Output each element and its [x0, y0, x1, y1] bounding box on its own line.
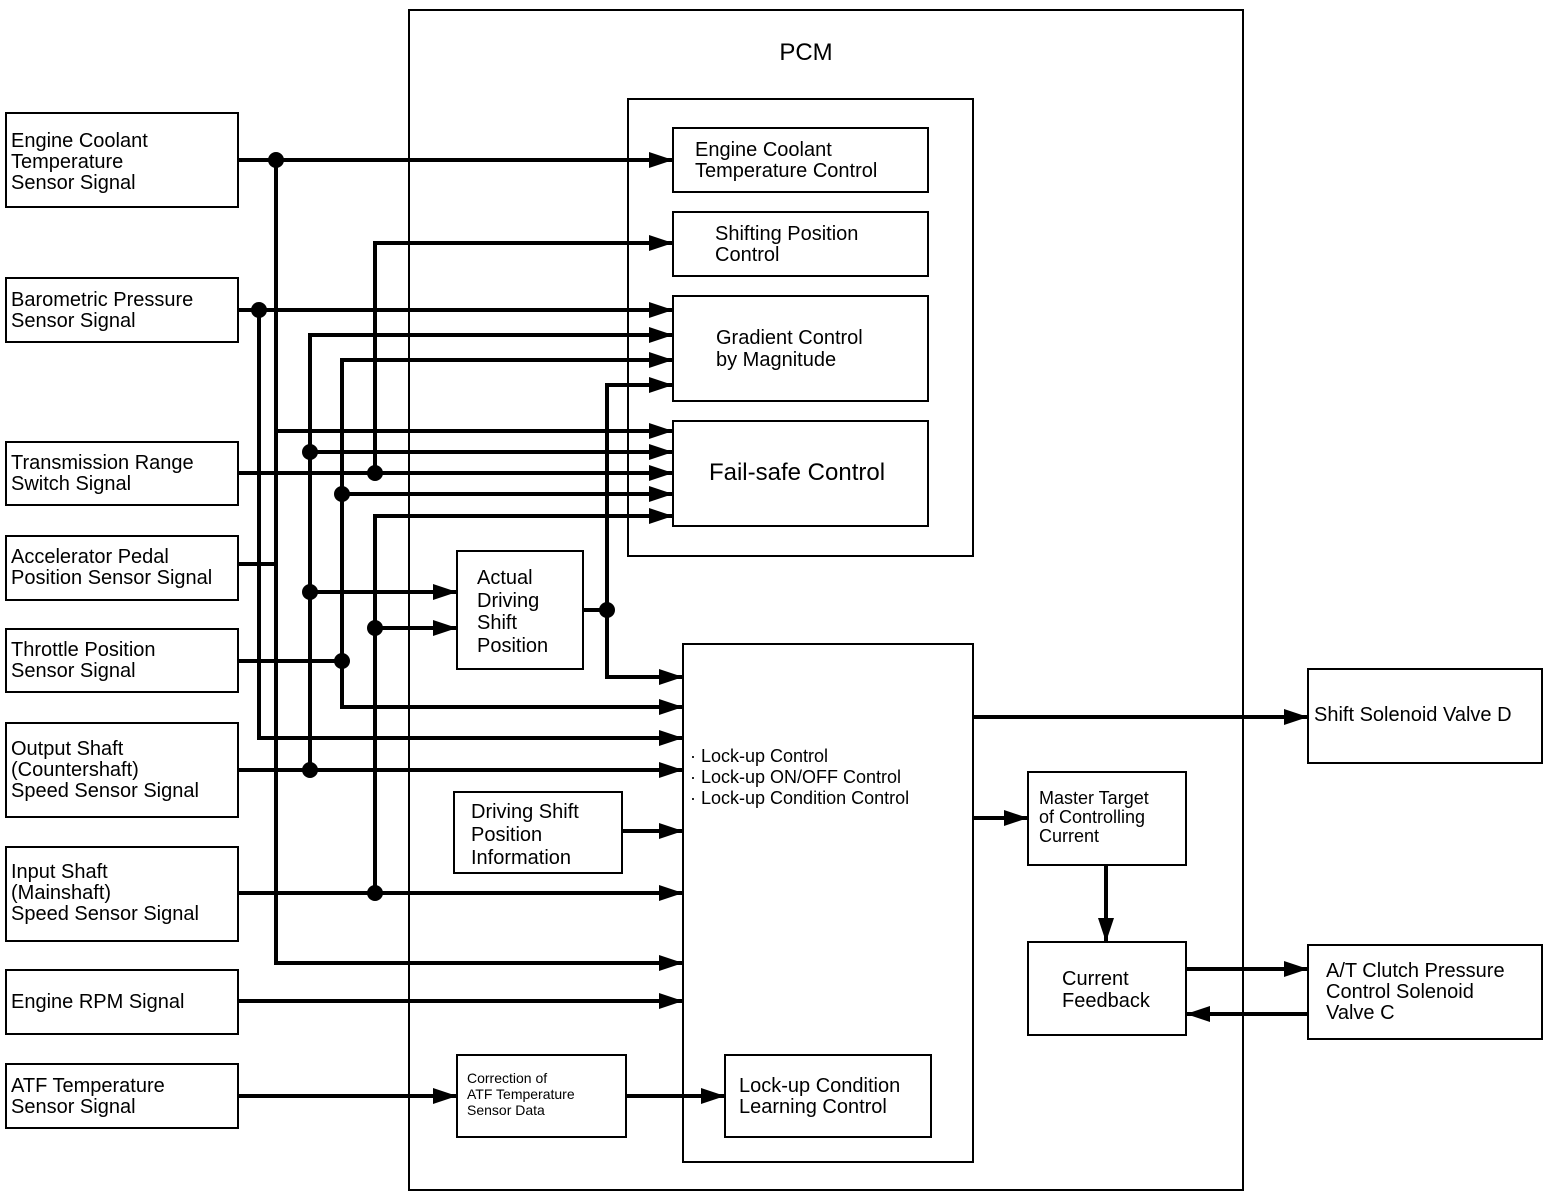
- svg-text:Output Shaft(Countershaft)Spee: Output Shaft(Countershaft)Speed Sensor S…: [11, 738, 199, 802]
- svg-text:Shift Solenoid Valve D: Shift Solenoid Valve D: [1314, 704, 1512, 726]
- input-rpm: Engine RPM Signal: [5, 969, 239, 1035]
- output-shift-solenoid-d: Shift Solenoid Valve D: [1307, 668, 1543, 764]
- junction-dots: [251, 152, 615, 901]
- svg-text:Fail-safe Control: Fail-safe Control: [709, 459, 885, 486]
- signal-wires: [238, 152, 1308, 1104]
- svg-text:Input Shaft(Mainshaft)Speed Se: Input Shaft(Mainshaft)Speed Sensor Signa…: [11, 861, 199, 925]
- fail-safe-control-block: Fail-safe Control: [672, 420, 929, 527]
- input-iss: Input Shaft(Mainshaft)Speed Sensor Signa…: [5, 846, 239, 942]
- svg-text:· Lock-up Control· Lock-up ON/: · Lock-up Control· Lock-up ON/OFF Contro…: [690, 746, 909, 808]
- pcm-title: PCM: [779, 39, 832, 66]
- svg-text:Engine RPM Signal: Engine RPM Signal: [11, 991, 184, 1013]
- input-oss: Output Shaft(Countershaft)Speed Sensor S…: [5, 722, 239, 818]
